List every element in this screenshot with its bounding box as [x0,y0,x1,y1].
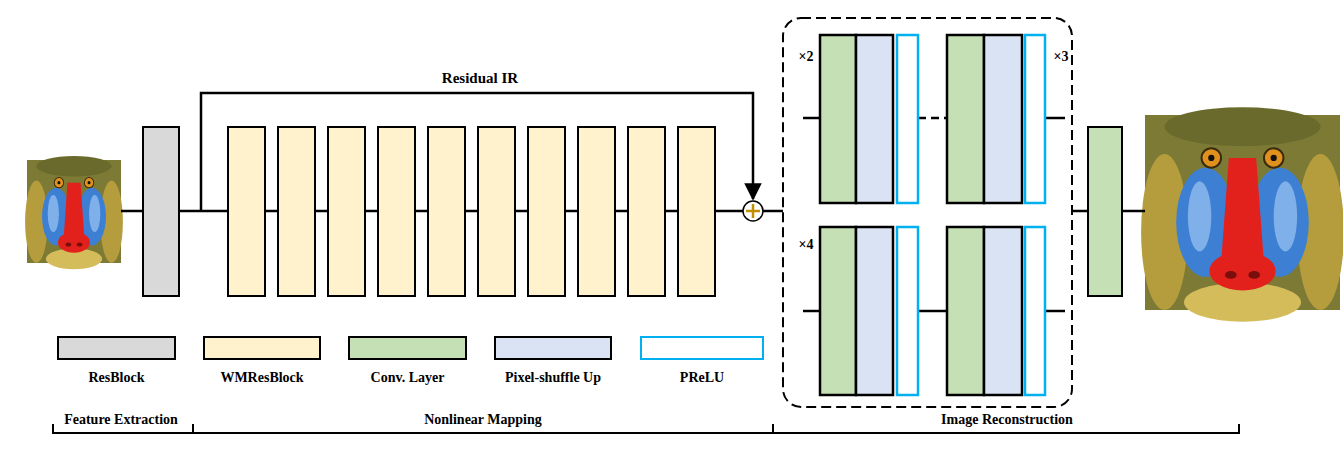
legend-label: PReLU [680,370,724,386]
residual-label: Residual IR [442,70,518,87]
scale-label: ×4 [799,237,814,253]
legend-label: Conv. Layer [371,370,445,386]
legend-swatch [640,336,764,360]
stage-label: Image Reconstruction [941,412,1073,428]
legend-label: Pixel-shuffle Up [505,370,601,386]
legend-swatch [203,336,321,360]
stage-label: Feature Extraction [64,412,178,428]
stage-label: Nonlinear Mapping [424,412,542,428]
legend-swatch [57,336,176,360]
legend-label: ResBlock [89,370,145,386]
legend-swatch [348,336,467,360]
legend-label: WMResBlock [220,370,303,386]
scale-label: ×3 [1054,49,1069,65]
scale-label: ×2 [799,49,814,65]
legend-swatch [494,336,612,360]
